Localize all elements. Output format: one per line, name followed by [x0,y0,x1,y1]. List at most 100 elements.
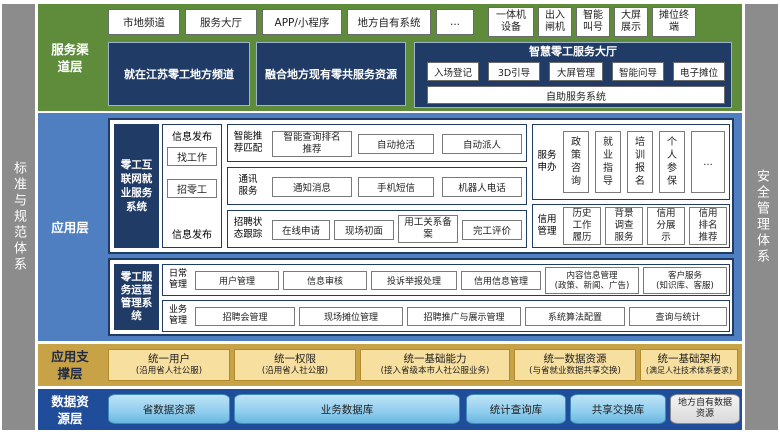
info-publish-footer: 信息发布 [172,229,212,241]
smart-query-ranking: 智能查询排名推荐 [272,131,352,157]
channel-local-system: 地方自有系统 [347,9,431,35]
unified-permission-title: 统一权限 [274,353,316,365]
channel-hall: 服务大厅 [185,9,257,35]
biz-mgmt-row: 业务管理 招聘会管理 现场摊位管理 招聘推广与展示管理 系统算法配置 查询与统计 [162,300,730,332]
user-mgmt: 用户管理 [195,271,279,290]
daily-mgmt-label: 日常管理 [168,269,187,290]
credit-ranking: 信用排名推荐 [689,207,727,245]
biz-mgmt-label: 业务管理 [168,305,187,326]
smart-hall-block: 智慧零工服务大厅 入场登记 3D引导 大屏管理 智能问导 电子摊位 自助服务系统 [414,42,732,108]
daily-mgmt-row: 日常管理 用户管理 信息审核 投诉举报处理 信用信息管理 内容信息管理 (政策、… [162,264,730,296]
onsite-interview: 现场初面 [334,220,394,240]
shared-exchange-db: 共享交换库 [570,394,666,424]
operations-management-system: 零工服务运营管理系统 日常管理 用户管理 信息审核 投诉举报处理 信用信息管理 … [108,258,734,336]
app-support-layer: 应用支撑层 统一用户 (沿用省人社公服) 统一权限 (沿用省人社公服) 统一基础… [38,344,742,386]
find-work-item: 找工作 [167,147,217,166]
standards-system-panel: 标准与规范体系 [2,4,35,430]
business-db: 业务数据库 [234,394,460,424]
algorithm-config: 系统算法配置 [525,307,625,326]
work-history: 历史工作履历 [563,207,601,245]
track-label: 招聘状态跟踪 [233,217,263,240]
content-mgmt: 内容信息管理 (政策、新闻、广告) [545,267,639,294]
notify-label: 通讯服务 [238,174,258,197]
hall-item-registration: 入场登记 [427,62,479,81]
internet-employment-system: 零工互联网就业服务系统 信息发布 找工作 招零工 信息发布 智能推荐匹配 智能查… [108,118,734,254]
hall-item-3d-guide: 3D引导 [488,62,540,81]
complaint-handling: 投诉举报处理 [371,271,457,290]
smart-hall-title: 智慧零工服务大厅 [529,45,617,58]
info-publish-group: 信息发布 找工作 招零工 信息发布 [162,124,222,248]
unified-data: 统一数据资源 (与省就业数据共享交换) [514,349,636,381]
app-layer-label: 应用层 [51,219,89,235]
channel-booth-terminal: 摊位终端 [652,7,696,37]
unified-permission: 统一权限 (沿用省人社公服) [234,349,356,381]
service-more: ... [691,131,725,193]
unified-capability-title: 统一基础能力 [403,353,467,365]
channel-gate: 出入闸机 [538,7,572,37]
internet-system-title: 零工互联网就业服务系统 [114,124,159,248]
smart-match-row: 智能推荐匹配 智能查询排名推荐 自动抢活 自动派人 [227,124,527,162]
unified-capability: 统一基础能力 (接入省级本市人社公服业务) [360,349,510,381]
ops-system-title: 零工服务运营管理系统 [114,264,159,330]
unified-data-title: 统一数据资源 [543,353,607,365]
credit-mgmt-group: 信用管理 历史工作履历 背景调查服务 信用分展示 信用排名推荐 [532,204,730,248]
online-apply: 在线申请 [272,220,330,240]
policy-consult: 政策咨询 [563,131,589,193]
channel-app: APP/小程序 [262,9,342,35]
auto-grab-work: 自动抢活 [358,134,434,154]
unified-capability-sub: (接入省级本市人社公服业务) [380,366,490,376]
customer-service: 客户服务 (知识库、客服) [643,267,727,294]
info-publish-heading: 信息发布 [172,131,212,143]
track-row: 招聘状态跟踪 在线申请 现场初面 用工关系备案 完工评价 [227,210,527,248]
unified-architecture: 统一基础架构 (满足人社技术体系要求) [640,349,738,381]
job-fair-mgmt: 招聘会管理 [195,307,295,326]
local-data-db: 地方自有数据资源 [670,394,740,424]
channel-queue: 智能叫号 [576,7,610,37]
unified-architecture-title: 统一基础架构 [657,353,721,365]
data-layer-label: 数据资源层 [51,393,89,426]
notify-row: 通讯服务 通知消息 手机短信 机器人电话 [227,167,527,205]
channel-kiosk: 一体机设备 [488,7,534,37]
self-service-system: 自助服务系统 [427,86,725,104]
security-system-panel: 安全管理体系 [745,4,778,430]
unified-user-sub: (沿用省人社公服) [135,366,203,376]
service-apply-label: 服务申办 [537,150,557,173]
hall-item-smart-guide: 智能问导 [612,62,664,81]
province-data-db: 省数据资源 [108,394,230,424]
data-resource-layer: 数据资源层 省数据资源 业务数据库 统计查询库 共享交换库 地方自有数据资源 [38,389,742,430]
personal-insurance: 个人参保 [659,131,685,193]
notify-sms: 手机短信 [358,177,434,197]
booth-mgmt: 现场摊位管理 [299,307,403,326]
employment-guidance: 就业指导 [595,131,621,193]
application-layer: 应用层 零工互联网就业服务系统 信息发布 找工作 招零工 信息发布 智能推荐匹配… [38,113,742,341]
service-apply-group: 服务申办 政策咨询 就业指导 培训报名 个人参保 ... [532,124,730,200]
credit-mgmt-label: 信用管理 [537,214,557,237]
notify-message: 通知消息 [272,177,352,197]
info-review: 信息审核 [283,271,367,290]
hall-item-e-booth: 电子摊位 [673,62,725,81]
unified-user-title: 统一用户 [148,353,190,365]
employment-filing: 用工关系备案 [398,215,458,243]
channel-more: ... [436,9,474,35]
local-resources-block: 融合地方现有零共服务资源 [256,42,406,106]
smart-match-label: 智能推荐匹配 [233,131,263,154]
unified-permission-sub: (沿用省人社公服) [261,366,329,376]
service-channel-layer: 服务渠道层 市地频道 服务大厅 APP/小程序 地方自有系统 ... 一体机设备… [38,4,742,111]
hall-item-screen-mgmt: 大屏管理 [549,62,603,81]
credit-score-display: 信用分展示 [647,207,685,245]
hire-gig-item: 招零工 [167,179,217,198]
query-statistics: 查询与统计 [629,307,727,326]
stats-query-db: 统计查询库 [466,394,566,424]
background-check: 背景调查服务 [605,207,643,245]
support-layer-label: 应用支撑层 [51,349,89,381]
service-layer-label: 服务渠道层 [51,41,89,74]
credit-info-mgmt: 信用信息管理 [461,271,541,290]
promotion-mgmt: 招聘推广与展示管理 [407,307,521,326]
training-signup: 培训报名 [627,131,653,193]
channel-city: 市地频道 [108,9,180,35]
unified-user: 统一用户 (沿用省人社公服) [108,349,230,381]
notify-robot-call: 机器人电话 [442,177,522,197]
completion-review: 完工评价 [462,220,522,240]
unified-data-sub: (与省就业数据共享交换) [529,366,621,376]
jiangsu-channel-block: 就在江苏零工地方频道 [108,42,250,106]
